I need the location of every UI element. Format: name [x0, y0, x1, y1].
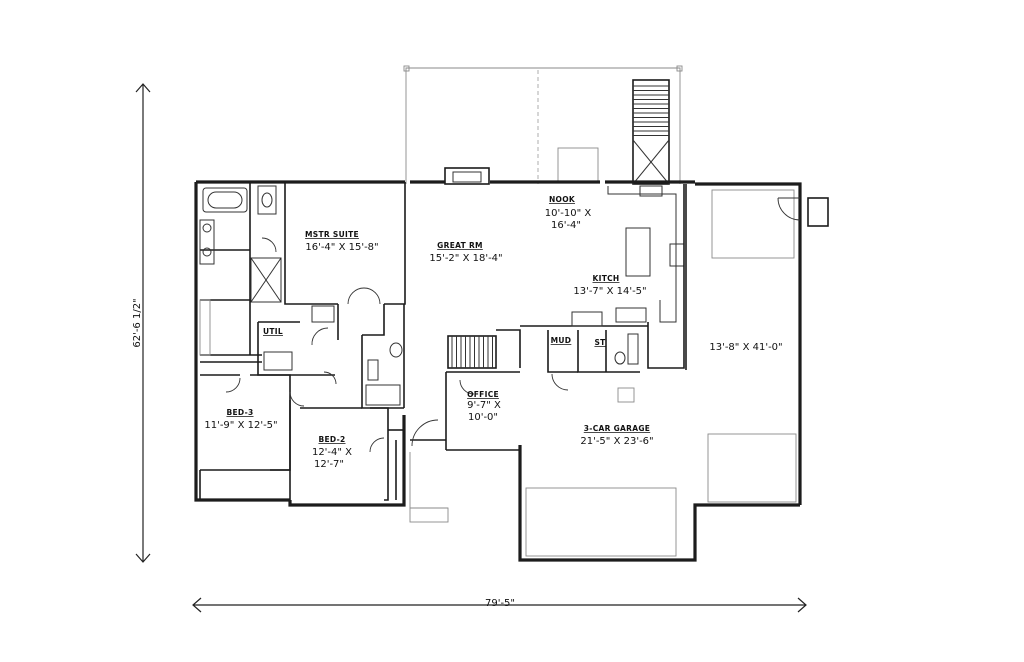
rear-patio [403, 65, 683, 185]
room-label-nook: NOOK [549, 195, 576, 204]
room-size-kitch: 13'-7" X 14'-5" [573, 286, 646, 297]
dimension-depth-label: 62'-6 1/2" [132, 298, 143, 347]
room-label-mud: MUD [551, 336, 572, 345]
room-label-great-rm: GREAT RM [437, 241, 483, 250]
room-size-mstr-suite: 16'-4" X 15'-8" [305, 242, 378, 253]
room-label-kitch: KITCH [593, 274, 620, 283]
dimension-width [192, 597, 807, 613]
room-size-bed2-line1: 12'-4" X [312, 447, 352, 458]
room-label-bed3: BED-3 [226, 408, 253, 417]
room-label-st: ST [594, 338, 606, 347]
room-size-office-line2: 10'-0" [468, 412, 498, 423]
interior-walls [199, 182, 687, 523]
dimension-depth [135, 83, 151, 563]
room-size-3-car-garage: 21'-5" X 23'-6" [580, 436, 653, 447]
room-size-bed2-line2: 12'-7" [314, 459, 344, 470]
room-label-mstr-suite: MSTR SUITE [305, 230, 359, 239]
exterior-stairs [632, 79, 670, 185]
room-label-util: UTIL [263, 327, 283, 336]
room-size-nook-line1: 10'-10" X [545, 208, 592, 219]
room-label-bed2: BED-2 [318, 435, 345, 444]
room-size-nook-line2: 16'-4" [551, 220, 581, 231]
room-size-side-garage: 13'-8" X 41'-0" [709, 342, 782, 353]
room-size-bed3: 11'-9" X 12'-5" [204, 420, 277, 431]
doors [225, 237, 569, 453]
dimension-width-label: 79'-5" [485, 598, 515, 609]
room-label-office: OFFICE [467, 390, 499, 399]
room-size-office-line1: 9'-7" X [467, 400, 501, 411]
room-label-3-car-garage: 3-CAR GARAGE [584, 424, 650, 433]
exterior-walls [194, 180, 802, 562]
room-size-great-rm: 15'-2" X 18'-4" [429, 253, 502, 264]
garage-details [525, 189, 829, 557]
